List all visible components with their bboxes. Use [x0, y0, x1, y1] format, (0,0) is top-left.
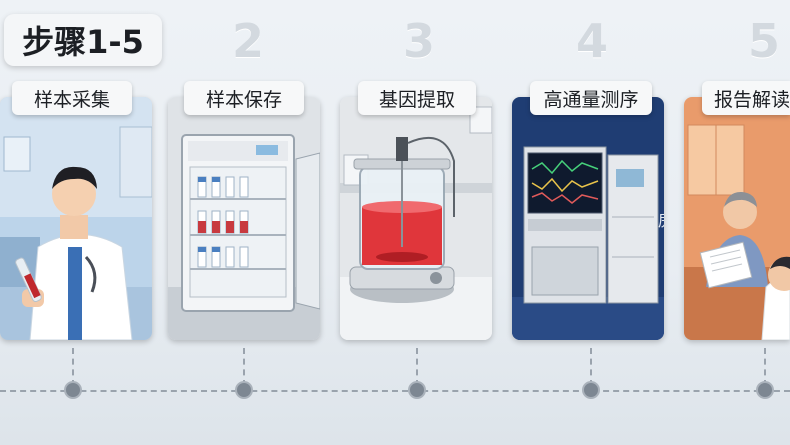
page-title: 步骤1-5: [4, 14, 162, 66]
extraction-device-illustration: [340, 97, 492, 340]
timeline-tick-1: [72, 348, 74, 386]
refrigerator-illustration: [168, 97, 320, 340]
timeline-dot-4[interactable]: [582, 381, 600, 399]
step-number-3: 3: [403, 14, 436, 68]
step-card-1[interactable]: [0, 97, 152, 340]
consultation-illustration: [684, 97, 790, 340]
timeline-dot-3[interactable]: [408, 381, 426, 399]
step-label-2: 样本保存: [184, 81, 304, 115]
timeline-tick-5: [764, 348, 766, 386]
doctor-illustration: [0, 97, 152, 340]
timeline-dot-5[interactable]: [756, 381, 774, 399]
step-card-5[interactable]: [684, 97, 790, 340]
step-label-5: 报告解读: [702, 81, 790, 115]
timeline-tick-2: [243, 348, 245, 386]
timeline-tick-4: [590, 348, 592, 386]
step-number-4: 4: [576, 14, 609, 68]
timeline-dot-1[interactable]: [64, 381, 82, 399]
step-card-3[interactable]: [340, 97, 492, 340]
step-label-3: 基因提取: [358, 81, 476, 115]
timeline-tick-3: [416, 348, 418, 386]
step-card-4[interactable]: 房: [512, 97, 664, 340]
step-card-2[interactable]: [168, 97, 320, 340]
step-label-1: 样本采集: [12, 81, 132, 115]
step-label-4: 高通量测序: [530, 81, 652, 115]
step-number-2: 2: [232, 14, 265, 68]
timeline-dot-2[interactable]: [235, 381, 253, 399]
step-number-5: 5: [748, 14, 781, 68]
sequencer-side-text: 房: [658, 207, 664, 231]
timeline: [0, 390, 790, 392]
sequencer-illustration: [512, 97, 664, 340]
